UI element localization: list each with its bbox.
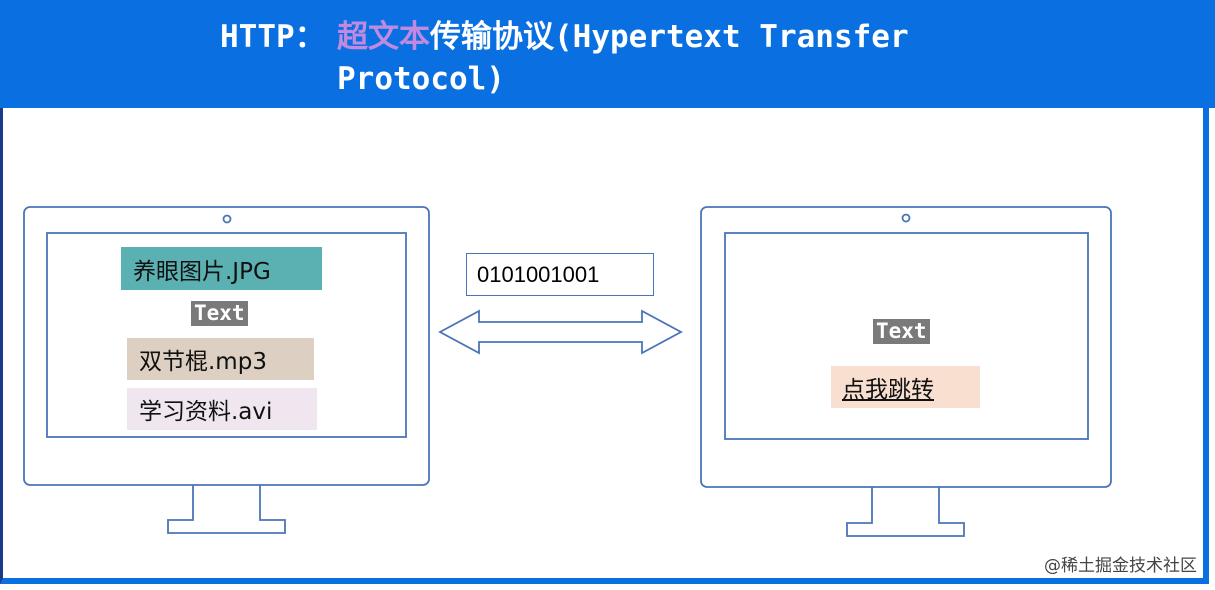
file-item-video: 学习资料.avi: [127, 388, 317, 430]
left-monitor: [23, 206, 430, 534]
title-banner: HTTP： 超文本传输协议(Hypertext Transfer Protocol…: [0, 0, 1215, 108]
jump-link[interactable]: 点我跳转: [831, 366, 980, 408]
right-monitor-frame: [700, 206, 1112, 488]
left-monitor-frame: [23, 206, 430, 486]
file-item-label: 双节棍.mp3: [139, 349, 267, 375]
left-monitor-stand: [167, 485, 286, 534]
right-monitor-stand: [846, 487, 965, 537]
file-item-label: 学习资料.avi: [139, 399, 273, 425]
right-monitor-screen: [724, 232, 1089, 440]
jump-link-label[interactable]: 点我跳转: [842, 377, 934, 403]
file-item-label: 养眼图片.JPG: [133, 258, 271, 285]
left-webcam-icon: [222, 214, 232, 224]
right-webcam-icon: [901, 213, 911, 223]
title-prefix: HTTP：: [220, 19, 326, 55]
watermark-text: @稀土掘金技术社区: [1044, 556, 1197, 576]
file-item-image: 养眼图片.JPG: [121, 247, 322, 290]
left-text-tag: Text: [191, 301, 248, 326]
right-text-tag: Text: [873, 319, 930, 344]
left-monitor-screen: [46, 232, 407, 438]
title-rest: 传输协议(Hypertext Transfer: [430, 19, 909, 55]
title-line2: Protocol): [337, 61, 505, 97]
title-highlight: 超文本: [337, 19, 430, 55]
double-arrow-icon: [438, 309, 683, 355]
right-monitor: [700, 206, 1112, 537]
binary-data-box: 0101001001: [466, 253, 654, 296]
page-title: HTTP： 超文本传输协议(Hypertext Transfer Protocol…: [220, 16, 980, 100]
file-item-audio: 双节棍.mp3: [127, 338, 314, 380]
